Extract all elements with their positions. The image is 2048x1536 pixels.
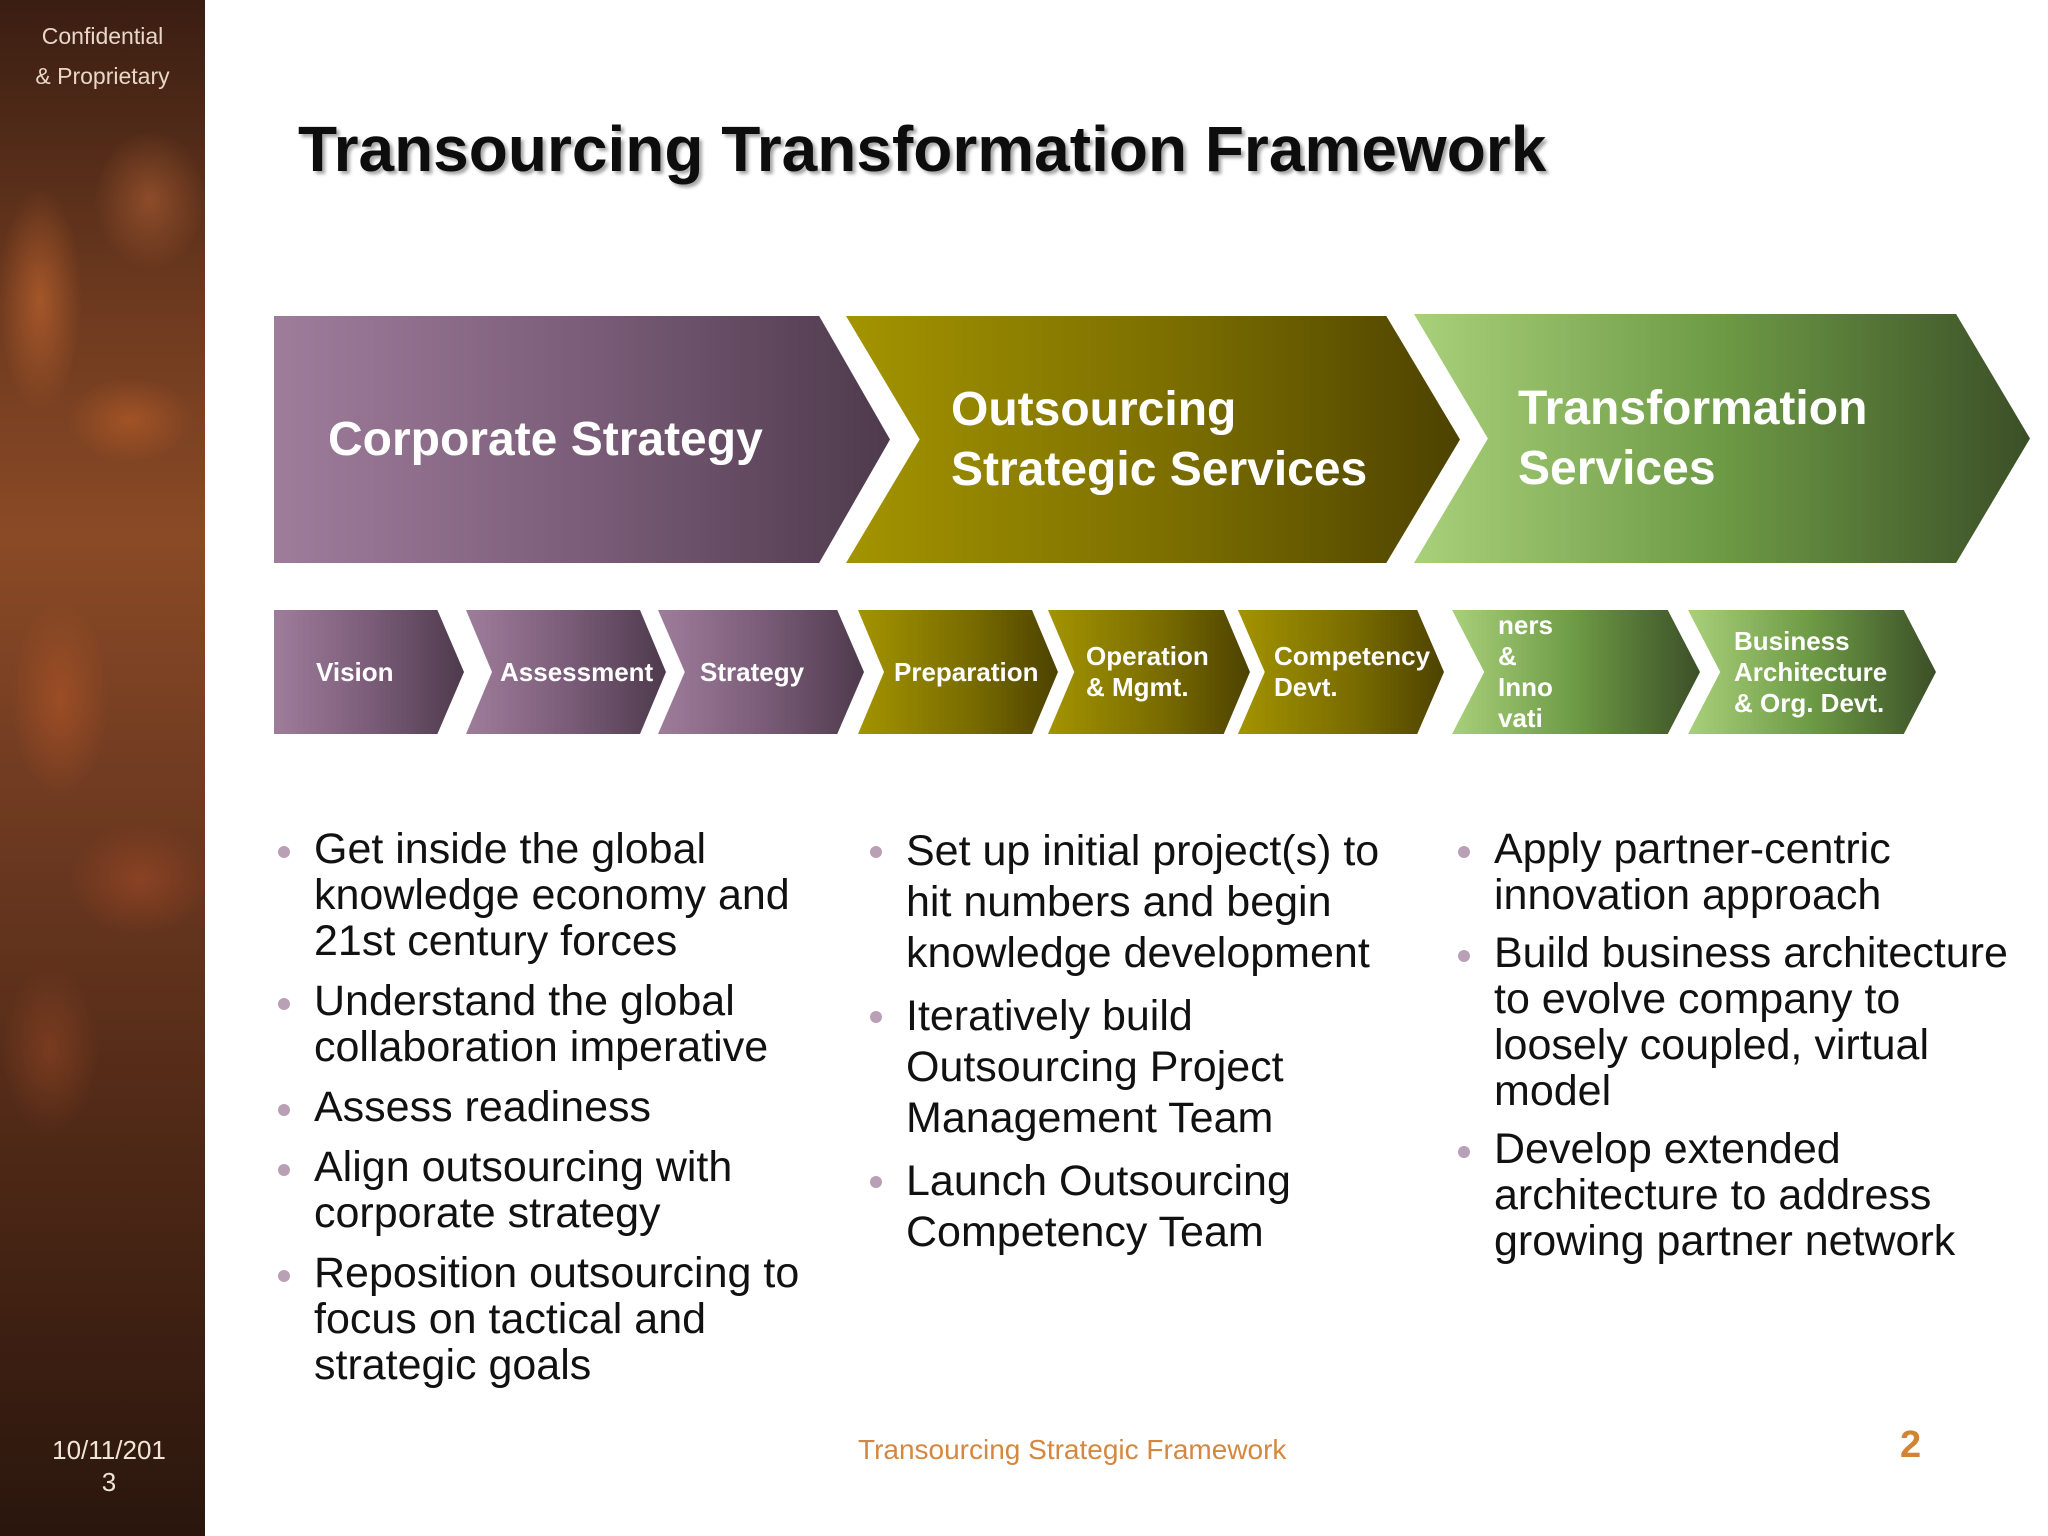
bullet-item: Reposition outsourcing to focus on tacti…	[314, 1250, 834, 1388]
phase-label: Corporate Strategy	[328, 410, 763, 470]
phase-label: Transformation Services	[1518, 379, 1867, 499]
step-chevron-competency-devt: Competency Devt.	[1238, 610, 1444, 734]
phase-chevron-corporate-strategy: Corporate Strategy	[274, 316, 890, 563]
phase-chevron-transformation-services: Transformation Services	[1414, 314, 2030, 563]
bullet-item: Launch Outsourcing Competency Team	[906, 1156, 1396, 1258]
bullet-item: Apply partner-centric innovation approac…	[1494, 826, 2014, 918]
bullet-item: Align outsourcing with corporate strateg…	[314, 1144, 834, 1236]
date-label: 10/11/201 3	[0, 1434, 218, 1498]
step-chevron-strategy: Strategy	[658, 610, 864, 734]
proprietary-label: & Proprietary	[0, 56, 205, 96]
phase-chevron-outsourcing-strategic-services: Outsourcing Strategic Services	[846, 316, 1460, 563]
slide-title: Transourcing Transformation Framework	[298, 112, 1546, 186]
bullet-list-corporate-strategy: Get inside the global knowledge economy …	[314, 826, 834, 1402]
footer-text: Transourcing Strategic Framework	[858, 1434, 1286, 1466]
step-chevron-preparation: Preparation	[858, 610, 1058, 734]
bullet-item: Understand the global collaboration impe…	[314, 978, 834, 1070]
bullet-item: Iteratively build Outsourcing Project Ma…	[906, 991, 1396, 1144]
bullet-item: Get inside the global knowledge economy …	[314, 826, 834, 964]
bullet-item: Assess readiness	[314, 1084, 834, 1130]
bullet-item: Develop extended architecture to address…	[1494, 1126, 2014, 1264]
step-chevron-operation-mgmt: Operation & Mgmt.	[1048, 610, 1250, 734]
bullet-list-transformation-services: Apply partner-centric innovation approac…	[1494, 826, 2014, 1276]
page-number: 2	[1900, 1424, 1921, 1467]
bullet-item: Set up initial project(s) to hit numbers…	[906, 826, 1396, 979]
bullet-list-outsourcing-services: Set up initial project(s) to hit numbers…	[906, 826, 1396, 1270]
step-chevron-vision: Vision	[274, 610, 464, 734]
confidential-label: Confidential	[0, 16, 205, 56]
step-chevron-assessment: Assessment	[466, 610, 666, 734]
decorative-sidebar: Confidential & Proprietary 10/11/201 3	[0, 0, 205, 1536]
phase-label: Outsourcing Strategic Services	[951, 380, 1367, 500]
step-chevron-business-architecture: Business Architecture & Org. Devt.	[1688, 610, 1936, 734]
step-chevron-partners-innovation: ners & Inno vati	[1452, 610, 1700, 734]
bullet-item: Build business architecture to evolve co…	[1494, 930, 2014, 1114]
